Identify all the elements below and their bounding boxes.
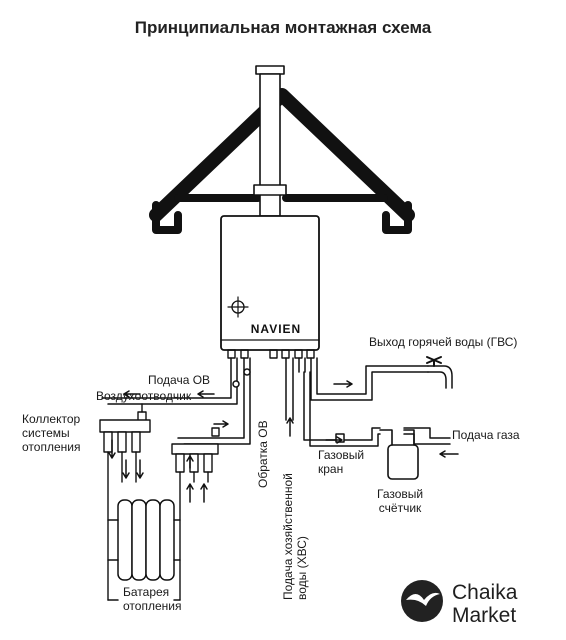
label-collector: Коллектор системы отопления — [22, 412, 81, 454]
label-gas-valve: Газовый кран — [318, 448, 365, 476]
chaika-logo-icon — [401, 580, 443, 622]
label-gas-meter: Газовый счётчик — [377, 487, 424, 515]
label-heating-return: Обратка ОВ — [256, 420, 270, 488]
label-hot-water-out: Выход горячей воды (ГВС) — [369, 335, 518, 349]
heating-collector — [99, 419, 219, 601]
boiler-unit — [220, 215, 320, 359]
roof — [149, 88, 415, 234]
radiator — [107, 499, 181, 601]
diagram-title: Принципиальная монтажная схема — [134, 18, 432, 37]
label-cold-water-supply: Подача хозяйственной воды (ХВС) — [281, 473, 309, 600]
hot-water-tap — [426, 356, 453, 389]
label-radiator: Батарея отопления — [123, 585, 182, 613]
label-gas-supply: Подача газа — [452, 428, 520, 442]
water-gas-pipes — [285, 357, 451, 447]
label-air-vent: Воздухоотводчик — [96, 389, 192, 403]
boiler-brand-label: NAVIEN — [250, 322, 302, 336]
chaika-market-logo-text: Chaika Market — [452, 581, 518, 627]
label-heating-supply: Подача ОВ — [148, 373, 211, 387]
gas-meter — [379, 429, 419, 480]
flow-arrows — [108, 380, 459, 503]
